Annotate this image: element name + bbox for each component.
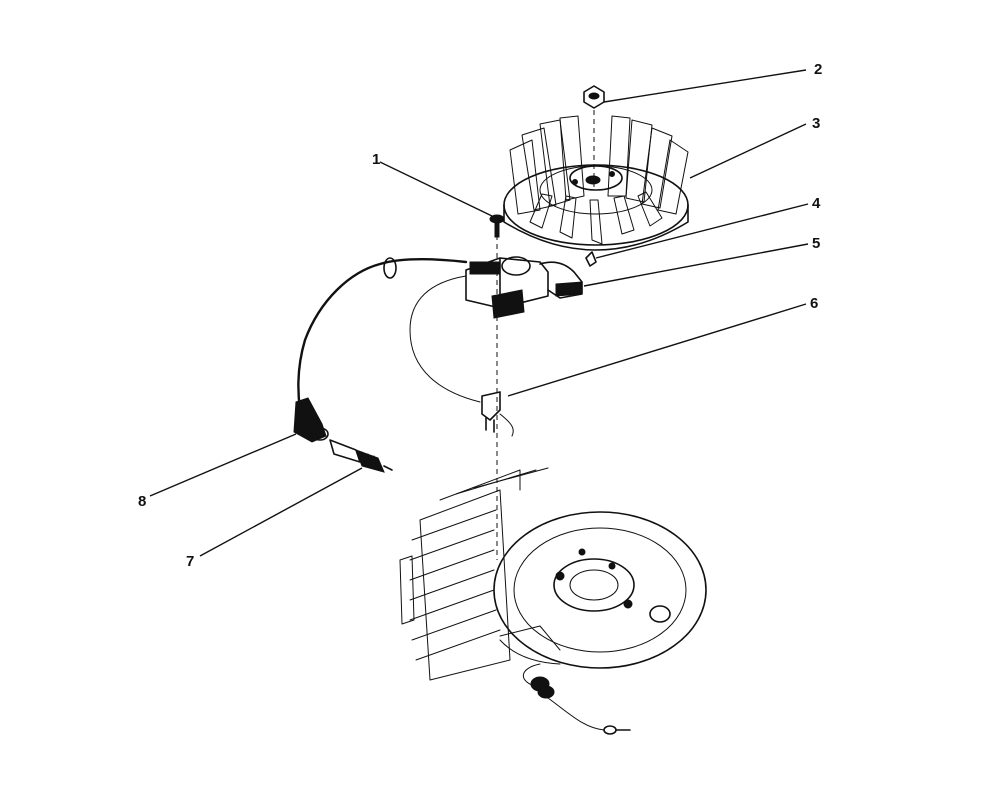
ignition-coil (465, 256, 583, 319)
leader-3 (689, 123, 807, 179)
callout-4: 4 (812, 195, 821, 212)
leader-2 (603, 69, 807, 103)
leader-6 (507, 303, 807, 397)
engine-wire-grommet (523, 663, 631, 735)
callout-3: 3 (812, 115, 820, 132)
leader-5 (583, 243, 809, 287)
leader-1 (379, 161, 493, 217)
callout-6: 6 (810, 295, 818, 312)
leader-7 (199, 467, 363, 557)
flywheel-nut (583, 85, 605, 109)
engine-block (399, 467, 707, 681)
callout-1: 1 (372, 151, 380, 168)
callout-2: 2 (814, 61, 822, 78)
callout-5: 5 (812, 235, 820, 252)
leader-4 (595, 203, 809, 259)
leader-lines (149, 69, 809, 557)
flywheel (503, 115, 689, 251)
mounting-screw (489, 214, 505, 238)
ground-wire (409, 275, 514, 437)
flywheel-key (585, 251, 597, 267)
leader-8 (149, 433, 297, 497)
callout-7: 7 (186, 553, 194, 570)
callout-8: 8 (138, 493, 146, 510)
spark-plug (329, 439, 393, 473)
ignition-lead (293, 257, 468, 443)
